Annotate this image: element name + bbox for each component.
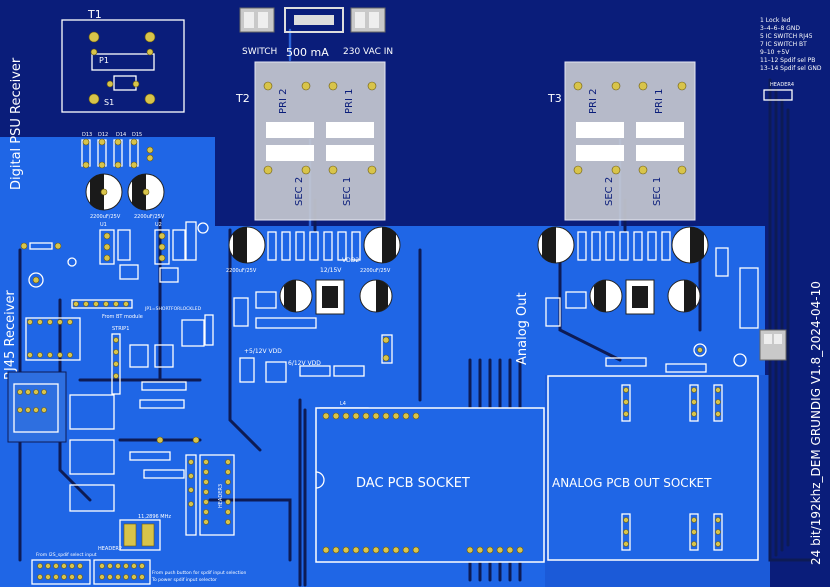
digital-psu-components: D13 D12 D14 D15 2200uF/25V 2200uF/25V U1… bbox=[20, 132, 209, 283]
v12-label: 12/15V bbox=[320, 267, 342, 274]
analog-psu-right bbox=[537, 226, 787, 373]
bottom-left-note: From I2S_spdif select input bbox=[36, 552, 97, 558]
t2-sec1: SEC 1 bbox=[342, 177, 353, 206]
dac-socket-label: DAC PCB SOCKET bbox=[356, 476, 470, 491]
dip-ic-area: HEADER3 11,2896 MHz bbox=[119, 454, 235, 551]
d15-label: D15 bbox=[132, 132, 142, 138]
dac-socket: DAC PCB SOCKET bbox=[315, 407, 545, 563]
transformer-t1: T1 P1 S1 bbox=[61, 8, 185, 113]
bottom-headers: From I2S_spdif select input HEADER2 From… bbox=[31, 546, 247, 585]
t3-pri2: PRI 2 bbox=[588, 89, 599, 114]
transformer-t3: T3 PRI 2 PRI 1 SEC 2 SEC 1 bbox=[547, 61, 696, 221]
switch-note-1: From push button for spdif input selecti… bbox=[152, 570, 247, 576]
v5-label: +5/12V VDD bbox=[244, 348, 282, 355]
vdd2-label: VDD2 bbox=[342, 257, 359, 264]
header2-label: HEADER2 bbox=[98, 546, 122, 552]
pinout-legend: 1 Lock led 3–4–6–8 GND 5 IC SWITCH RJ45 … bbox=[760, 17, 822, 101]
t3-pri1: PRI 1 bbox=[654, 89, 665, 114]
switch-label: SWITCH bbox=[242, 47, 277, 57]
switch-note-2: To power spdif input selector bbox=[151, 577, 217, 583]
header3-label: HEADER3 bbox=[218, 484, 224, 508]
dac-pin-row-top bbox=[322, 412, 420, 420]
section-digital-psu: Digital PSU Receiver bbox=[9, 57, 24, 190]
dac-pin-row-bottom bbox=[322, 546, 524, 554]
crystal-label: 11,2896 MHz bbox=[138, 514, 171, 520]
mains-label: 230 VAC IN bbox=[343, 47, 393, 57]
t3-sec1: SEC 1 bbox=[652, 177, 663, 206]
header4-label: HEADER4 bbox=[770, 82, 794, 88]
section-rj45: RJ45 Receiver bbox=[3, 290, 18, 380]
t1-label: T1 bbox=[87, 8, 102, 21]
rj45-area: From BT module JP1=SHORTFORLOCKLED STRIP… bbox=[7, 272, 214, 512]
legend-line-3: 5 IC SWITCH RJ45 bbox=[760, 33, 813, 40]
digital-copper-pour bbox=[0, 137, 215, 587]
strip1-label: STRIP1 bbox=[112, 326, 129, 332]
t2-label: T2 bbox=[235, 92, 250, 105]
analog-cap-right-value: 2200uF/25V bbox=[360, 268, 391, 274]
d14-label: D14 bbox=[116, 132, 126, 138]
fuse-label: 500 mA bbox=[286, 46, 329, 59]
legend-line-2: 3–4–6–8 GND bbox=[760, 25, 800, 32]
legend-line-4: 7 IC SWITCH BT bbox=[760, 41, 807, 48]
t3-label: T3 bbox=[547, 92, 562, 105]
s1-label: S1 bbox=[104, 98, 114, 107]
psu-cap-left-value: 2200uF/25V bbox=[90, 214, 121, 220]
legend-line-5: 9–10 +5V bbox=[760, 49, 790, 56]
analog-cap-left-value: 2200uF/25V bbox=[226, 268, 257, 274]
u2-label: U2 bbox=[155, 222, 162, 228]
from-bt-label: From BT module bbox=[102, 314, 143, 320]
analog-socket-label: ANALOG PCB OUT SOCKET bbox=[552, 476, 712, 490]
d13-label: D13 bbox=[82, 132, 92, 138]
section-analog-out: Analog Out bbox=[515, 292, 530, 365]
analog-socket: ANALOG PCB OUT SOCKET bbox=[547, 375, 759, 561]
t2-sec2: SEC 2 bbox=[294, 177, 305, 206]
d12-label: D12 bbox=[98, 132, 108, 138]
mains-input: SWITCH 500 mA 230 VAC IN bbox=[239, 7, 393, 59]
l4-label: L4 bbox=[340, 401, 346, 407]
transformer-t2: T2 PRI 2 PRI 1 SEC 2 SEC 1 bbox=[235, 61, 386, 221]
t2-pri2: PRI 2 bbox=[278, 89, 289, 114]
legend-line-1: 1 Lock led bbox=[760, 17, 791, 24]
v6-label: 6/12V VDD bbox=[288, 360, 321, 367]
legend-line-7: 13–14 Spdif sel GND bbox=[760, 65, 822, 72]
u1-label: U1 bbox=[100, 222, 107, 228]
legend-line-6: 11–12 Spdif sel PB bbox=[760, 57, 815, 64]
version-label: 24 bit/192khz_DEM GRUNDIG V1.8_2024-04-1… bbox=[809, 281, 823, 565]
psu-cap-right-value: 2200uF/25V bbox=[134, 214, 165, 220]
t2-pri1: PRI 1 bbox=[344, 89, 355, 114]
jp1-label: JP1=SHORTFORLOCKLED bbox=[144, 306, 202, 312]
analog-psu-left: 2200uF/25V 2200uF/25V 12/15V VDD2 +5/12V… bbox=[226, 226, 401, 417]
p1-label: P1 bbox=[99, 56, 109, 65]
t3-sec2: SEC 2 bbox=[604, 177, 615, 206]
